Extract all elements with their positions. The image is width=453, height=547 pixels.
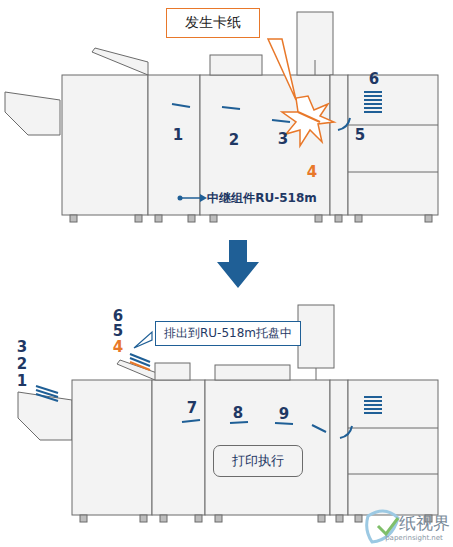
watermark: 纸视界	[399, 512, 450, 535]
callout-number: 4	[113, 338, 123, 356]
callout-number: 2	[229, 131, 239, 149]
callout-number: 8	[233, 404, 243, 422]
status-box: 打印执行	[213, 445, 303, 477]
callout-number: 7	[187, 399, 197, 417]
callout-number: 3	[17, 338, 27, 356]
callout-number: 5	[113, 322, 123, 340]
callout-text: 发生卡纸	[185, 14, 241, 32]
callout-text: 排出到RU-518m托盘中	[164, 325, 292, 342]
callout-number: 1	[17, 372, 27, 390]
callout-number: 1	[173, 126, 183, 144]
part-name: 中继组件RU-518m	[207, 190, 317, 207]
callout-number: 5	[355, 126, 365, 144]
callout-number: 6	[369, 70, 379, 88]
callout-number: 9	[279, 405, 289, 423]
callout-box: 发生卡纸	[166, 8, 260, 38]
callout-box: 排出到RU-518m托盘中	[155, 321, 301, 346]
callout-number: 3	[278, 130, 288, 148]
callout-number: 4	[307, 163, 317, 181]
callout-number: 2	[17, 355, 27, 373]
callout-text: 打印执行	[232, 452, 284, 470]
watermark: paperinsight.net	[385, 534, 443, 542]
